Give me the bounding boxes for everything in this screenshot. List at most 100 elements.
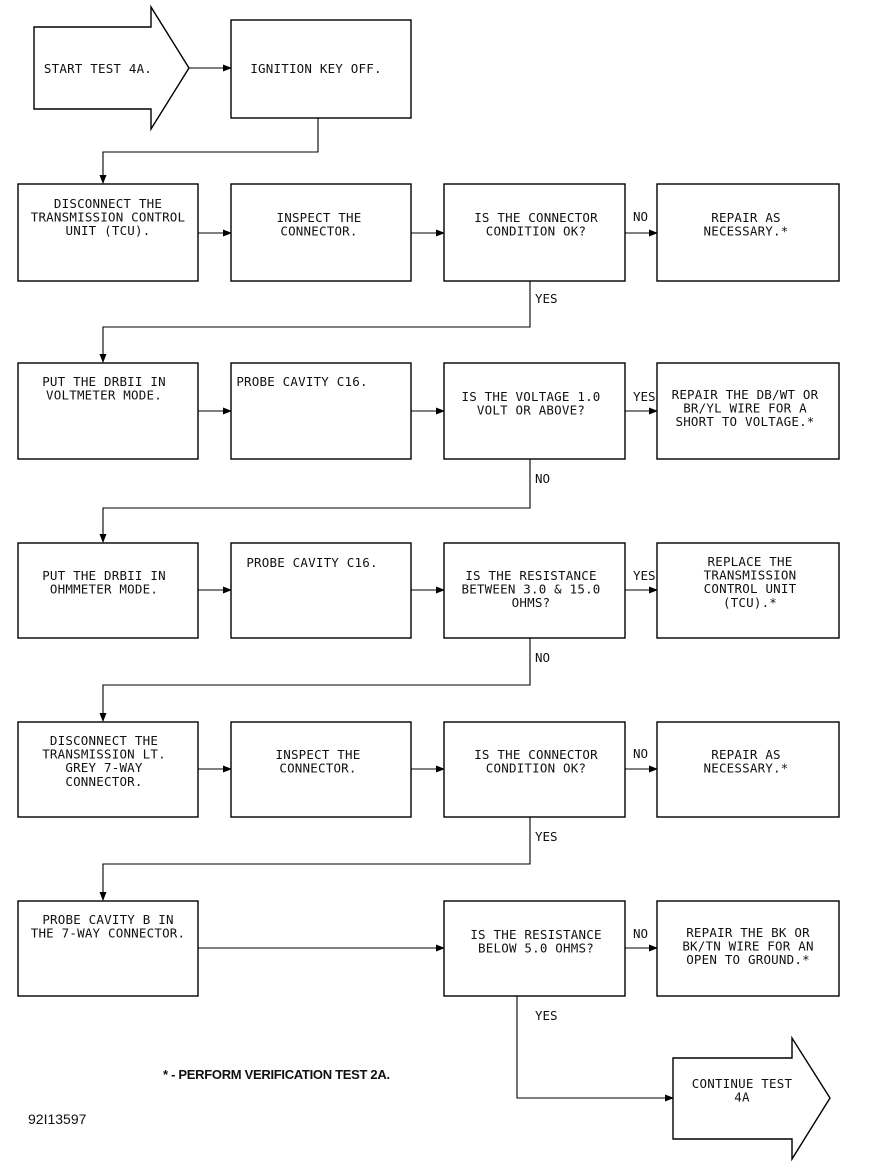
disconnect-7way-line: TRANSMISSION LT. xyxy=(42,747,166,762)
repair-short-line: BR/YL WIRE FOR A xyxy=(683,401,807,416)
inspect1-line: INSPECT THE xyxy=(277,210,362,225)
arrow-row4-yes xyxy=(99,817,531,901)
branch-labels: NO YES YES NO YES NO NO YES NO YES xyxy=(535,209,656,1023)
repair2-line: NECESSARY.* xyxy=(704,761,789,776)
repair1-line: NECESSARY.* xyxy=(704,224,789,239)
probe-c16-label-2: PROBE CAVITY C16. xyxy=(246,555,377,570)
replace-tcu-line: (TCU).* xyxy=(723,595,777,610)
verification-footnote: * - PERFORM VERIFICATION TEST 2A. xyxy=(163,1067,390,1082)
branch-label-no-5: NO xyxy=(633,926,648,941)
ignition-key-off-box: IGNITION KEY OFF. xyxy=(230,19,412,119)
inspect2-line: CONNECTOR. xyxy=(279,761,356,776)
q-resistance1-line: BETWEEN 3.0 & 15.0 xyxy=(461,582,600,597)
replace-tcu-line: REPLACE THE xyxy=(708,554,793,569)
repair-open-line: OPEN TO GROUND.* xyxy=(686,952,810,967)
start-label: START TEST 4A. xyxy=(44,61,152,76)
branch-label-yes-2: YES xyxy=(633,389,656,404)
disconnect-7way-line: GREY 7-WAY xyxy=(65,760,143,775)
arrow-ignition-to-disconnect-tcu xyxy=(99,118,319,184)
start-arrow-node: START TEST 4A. xyxy=(33,4,190,132)
branch-label-yes-1: YES xyxy=(535,291,558,306)
q-voltage-line: VOLT OR ABOVE? xyxy=(477,403,585,418)
q-connector2-line: IS THE CONNECTOR xyxy=(474,747,598,762)
repair2-line: REPAIR AS xyxy=(711,747,781,762)
q-connector1-line: CONDITION OK? xyxy=(486,224,586,239)
q-connector2-line: CONDITION OK? xyxy=(486,761,586,776)
connectors xyxy=(99,64,674,1102)
continue-line: CONTINUE TEST xyxy=(692,1076,793,1091)
branch-label-no-2: NO xyxy=(535,471,550,486)
ignition-line: IGNITION KEY OFF. xyxy=(250,61,381,76)
drb-ohm-line: PUT THE DRBII IN xyxy=(42,568,166,583)
drb-volt-line: PUT THE DRBII IN xyxy=(42,374,166,389)
probe-c16-box-1: PROBE CAVITY C16. xyxy=(230,362,412,460)
disconnect-tcu-line: DISCONNECT THE xyxy=(54,196,162,211)
drb-ohm-line: OHMMETER MODE. xyxy=(50,582,158,597)
inspect1-line: CONNECTOR. xyxy=(280,224,357,239)
q-connector1-line: IS THE CONNECTOR xyxy=(474,210,598,225)
branch-label-no-1: NO xyxy=(633,209,648,224)
arrow-row1-yes xyxy=(99,281,531,363)
branch-label-no-4: NO xyxy=(633,746,648,761)
start-line: START TEST 4A. xyxy=(44,61,152,76)
q-voltage-line: IS THE VOLTAGE 1.0 xyxy=(461,389,600,404)
repair-open-line: BK/TN WIRE FOR AN xyxy=(682,939,813,954)
ignition-label: IGNITION KEY OFF. xyxy=(250,61,381,76)
probe-c16-box-2: PROBE CAVITY C16. xyxy=(230,542,412,639)
repair-short-line: SHORT TO VOLTAGE.* xyxy=(675,414,814,429)
q-resistance2-line: BELOW 5.0 OHMS? xyxy=(478,941,594,956)
q-resistance2-line: IS THE RESISTANCE xyxy=(470,927,601,942)
disconnect-7way-line: DISCONNECT THE xyxy=(50,733,158,748)
q-resistance1-line: OHMS? xyxy=(512,595,551,610)
branch-label-yes-4: YES xyxy=(535,829,558,844)
arrow-row5-yes xyxy=(516,996,674,1102)
repair-open-line: REPAIR THE BK OR xyxy=(686,925,810,940)
arrow-row2-no xyxy=(99,459,531,543)
figure-id: 92I13597 xyxy=(28,1111,87,1127)
replace-tcu-line: TRANSMISSION xyxy=(704,568,797,583)
disconnect-tcu-line: TRANSMISSION CONTROL xyxy=(31,210,186,225)
drb-volt-line: VOLTMETER MODE. xyxy=(46,388,162,403)
probe-c16-a-line: PROBE CAVITY C16. xyxy=(236,374,367,389)
branch-label-yes-5: YES xyxy=(535,1008,558,1023)
disconnect-7way-line: CONNECTOR. xyxy=(65,774,142,789)
replace-tcu-line: CONTROL UNIT xyxy=(704,581,797,596)
inspect2-line: INSPECT THE xyxy=(276,747,361,762)
continue-line: 4A xyxy=(734,1090,750,1105)
